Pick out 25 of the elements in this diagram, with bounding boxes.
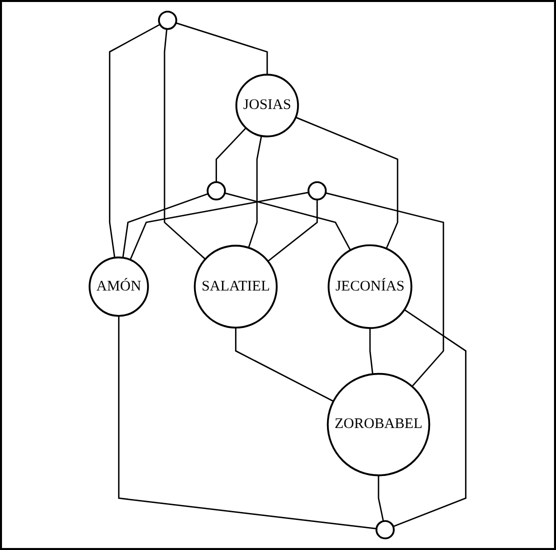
connector — [224, 192, 352, 250]
connector — [370, 328, 374, 374]
node-circle: ZOROBABEL — [327, 372, 431, 476]
node-circle — [376, 520, 396, 540]
node-circle — [158, 10, 178, 30]
connector — [393, 309, 467, 528]
connector — [122, 193, 209, 258]
node-circle: AMÓN — [89, 256, 150, 317]
node-circle: JOSIAS — [236, 74, 300, 138]
node-circle: JECONÍAS — [328, 244, 413, 329]
connector — [118, 316, 377, 530]
connector — [378, 475, 384, 522]
connector — [164, 28, 206, 260]
connector — [109, 24, 161, 258]
node-circle: SALATIEL — [194, 244, 278, 329]
node-circle — [207, 181, 226, 200]
node-circle — [308, 181, 328, 200]
connector — [296, 116, 399, 249]
connector — [176, 22, 268, 75]
connector — [130, 192, 310, 260]
connector — [216, 127, 247, 182]
connector — [326, 192, 444, 387]
connector — [268, 200, 318, 262]
connector — [248, 136, 262, 248]
connector — [235, 328, 334, 402]
